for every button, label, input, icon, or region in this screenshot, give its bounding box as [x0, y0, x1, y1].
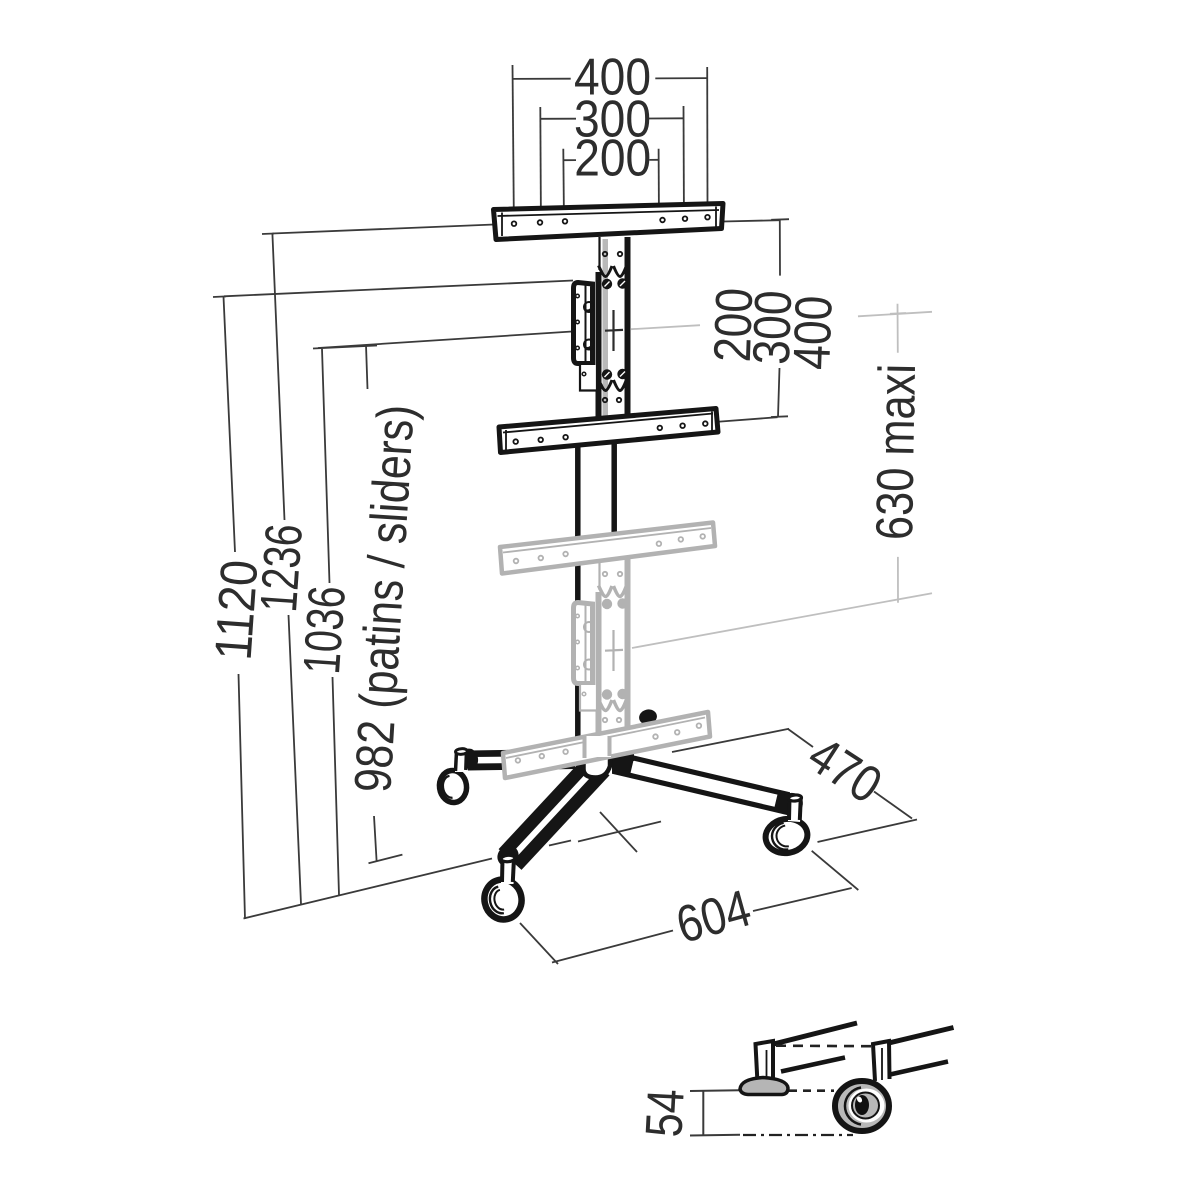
svg-text:400: 400 [574, 49, 651, 107]
svg-text:1236: 1236 [250, 522, 314, 614]
svg-text:200: 200 [704, 287, 765, 363]
svg-text:300: 300 [743, 290, 804, 366]
svg-text:1036: 1036 [293, 584, 357, 676]
svg-text:400: 400 [783, 295, 844, 371]
svg-text:300: 300 [574, 91, 651, 149]
svg-text:200: 200 [574, 130, 651, 188]
svg-text:54: 54 [635, 1088, 695, 1139]
svg-text:1120: 1120 [205, 558, 270, 662]
svg-text:630 maxi: 630 maxi [866, 363, 927, 540]
